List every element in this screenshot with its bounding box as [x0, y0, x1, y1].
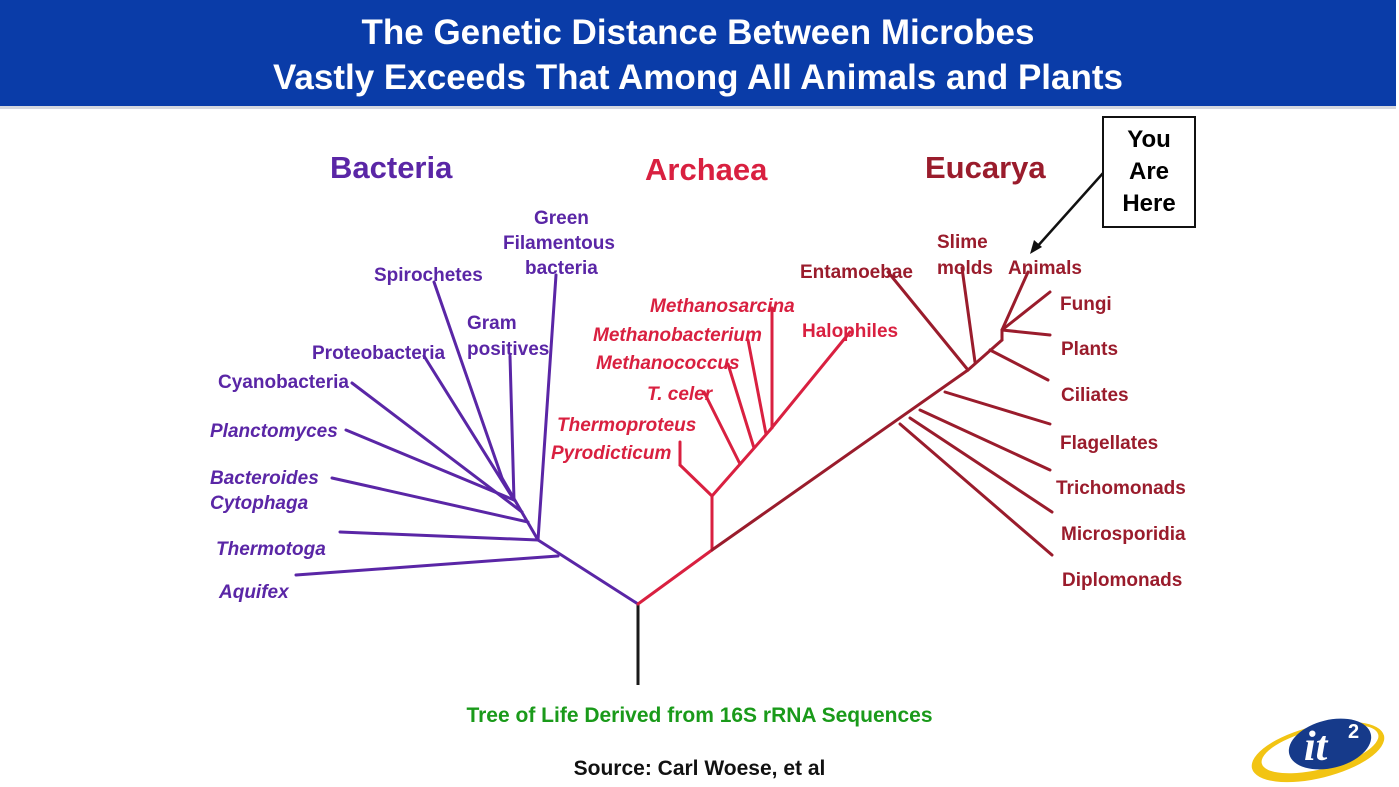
- branch-archaea-main: [636, 548, 714, 606]
- it2-logo: it 2: [1251, 718, 1385, 783]
- branch-methanobacterium: [746, 338, 768, 436]
- taxon-halophiles: Halophiles: [802, 321, 898, 342]
- callout-arrowhead: [1030, 240, 1042, 254]
- taxon-gram: Gram: [467, 313, 517, 334]
- branch-t-celer: [702, 390, 742, 466]
- taxon-trichomonads: Trichomonads: [1056, 478, 1186, 499]
- taxon-microsporidia: Microsporidia: [1061, 524, 1186, 545]
- branch-eucarya-main: [710, 368, 970, 552]
- taxon-thermotoga: Thermotoga: [216, 539, 326, 560]
- taxon-fungi: Fungi: [1060, 294, 1112, 315]
- taxon-filamentous: Filamentous: [503, 233, 615, 254]
- callout-line-2: Are: [1128, 158, 1170, 185]
- taxon-bacteria-label: bacteria: [525, 258, 598, 279]
- diagram-caption: Tree of Life Derived from 16S rRNA Seque…: [466, 704, 933, 727]
- taxon-cyanobacteria: Cyanobacteria: [218, 372, 349, 393]
- taxon-bacteroides: Bacteroides: [210, 468, 319, 489]
- taxon-thermoproteus: Thermoproteus: [557, 415, 696, 436]
- branch-diplomonads: [898, 422, 1054, 557]
- archaea-branches: [636, 306, 852, 606]
- taxon-proteobacteria: Proteobacteria: [312, 343, 445, 364]
- taxon-spirochetes: Spirochetes: [374, 265, 483, 286]
- taxon-t-celer: T. celer: [647, 384, 714, 405]
- branch-ciliates: [988, 348, 1050, 382]
- logo-superscript: 2: [1348, 721, 1359, 743]
- branch-bacteria-main: [536, 538, 640, 606]
- title-line-1: The Genetic Distance Between Microbes: [361, 13, 1035, 52]
- taxon-methanococcus: Methanococcus: [596, 353, 740, 374]
- branch-aquifex: [294, 554, 560, 577]
- branch-crown: [966, 338, 1004, 372]
- taxon-methanobacterium: Methanobacterium: [593, 325, 762, 346]
- branch-proteobacteria: [422, 354, 516, 502]
- domain-label-eucarya: Eucarya: [925, 150, 1046, 185]
- branch-spirochetes: [432, 280, 504, 480]
- taxon-pyrodicticum: Pyrodicticum: [551, 443, 671, 464]
- callout-line-3: Here: [1122, 190, 1176, 217]
- taxon-plants: Plants: [1061, 339, 1118, 360]
- title-line-2: Vastly Exceeds That Among All Animals an…: [273, 58, 1123, 97]
- branch-pyrodicticum: [678, 463, 714, 498]
- branch-microsporidia: [908, 416, 1054, 514]
- branch-fungi: [1000, 290, 1052, 332]
- domain-label-archaea: Archaea: [645, 152, 768, 187]
- domain-label-bacteria: Bacteria: [330, 150, 453, 185]
- branch-thermotoga: [338, 530, 540, 542]
- branch-trichomonads: [918, 408, 1052, 472]
- taxon-flagellates: Flagellates: [1060, 433, 1158, 454]
- branch-methanococcus: [726, 362, 756, 450]
- branch-slime-molds: [960, 266, 977, 364]
- taxon-planctomyces: Planctomyces: [210, 421, 338, 442]
- taxon-entamoebae: Entamoebae: [800, 262, 913, 283]
- taxon-ciliates: Ciliates: [1061, 385, 1129, 406]
- taxon-slime: Slime: [937, 232, 988, 253]
- logo-text: it: [1304, 724, 1329, 770]
- branch-gram-positives: [508, 354, 516, 502]
- branch-animals: [1000, 270, 1030, 332]
- taxon-molds: molds: [937, 258, 993, 279]
- source-credit: Source: Carl Woese, et al: [573, 757, 826, 780]
- taxon-animals: Animals: [1008, 258, 1082, 279]
- branch-halophiles: [768, 330, 852, 432]
- branch-green-filamentous: [536, 273, 558, 542]
- taxon-positives: positives: [467, 339, 549, 360]
- branch-flagellates: [943, 390, 1052, 426]
- callout-line-1: You: [1127, 126, 1171, 153]
- callout-arrow-line: [1035, 171, 1105, 249]
- taxon-methanosarcina: Methanosarcina: [650, 296, 795, 317]
- taxon-diplomonads: Diplomonads: [1062, 570, 1182, 591]
- taxon-green: Green: [534, 208, 589, 229]
- bacteria-branches: [294, 273, 640, 606]
- taxon-cytophaga: Cytophaga: [210, 493, 309, 514]
- branch-plants: [1000, 328, 1052, 337]
- title-banner: The Genetic Distance Between Microbes Va…: [0, 0, 1396, 109]
- branch-bacteria-inner: [500, 476, 540, 542]
- branch-bacteroides: [330, 476, 530, 524]
- you-are-here-callout: You Are Here: [1102, 116, 1196, 228]
- branch-entamoebae: [886, 270, 970, 372]
- branch-planctomyces: [344, 428, 516, 502]
- eucarya-branches: [710, 266, 1054, 557]
- taxon-aquifex: Aquifex: [218, 582, 290, 603]
